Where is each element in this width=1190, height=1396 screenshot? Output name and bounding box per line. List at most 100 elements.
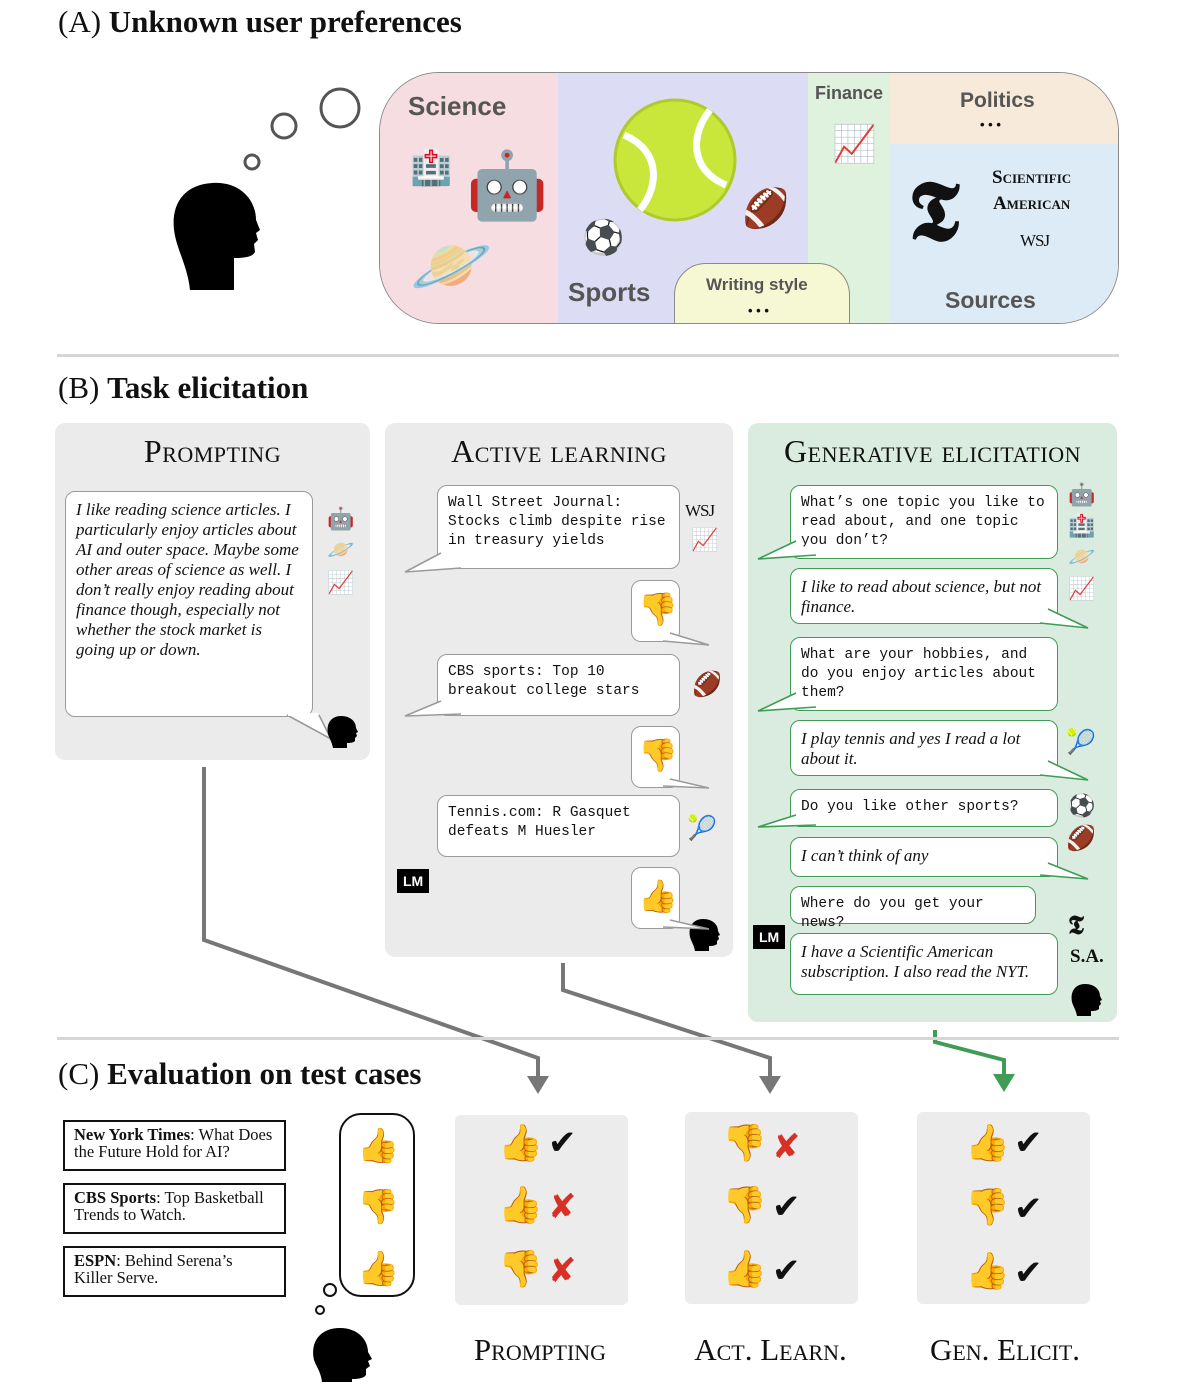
thinking-user-illustration [173,87,361,290]
football-icon: 🏈 [742,186,790,230]
politics-label: Politics [960,89,1035,112]
user-answer-1: I like to read about science, but not fi… [790,568,1058,624]
response-box-2 [631,726,680,788]
thumbs-up-icon: 👍 [722,1249,767,1290]
test-article-1: New York Times: What Does the Future Hol… [63,1120,286,1171]
ground-truth-thought-bubble [339,1113,415,1297]
football-icon: 🏈 [692,670,722,698]
head-silhouette-icon [173,182,260,290]
user-head-icon [1071,984,1102,1016]
user-answer-3: I can’t think of any [790,837,1058,877]
writing-style-label: Writing style [706,275,808,294]
chart-icon: 📈 [691,528,719,553]
politics-region [890,73,1118,145]
lm-question-4: Where do you get your news? [790,886,1036,931]
query-bubble-1: Wall Street Journal: Stocks climb despit… [437,485,680,569]
user-answer-2: I play tennis and yes I read a lot about… [790,720,1058,776]
prompting-method-label: Prompting [473,1332,607,1367]
politics-more-dots: • • • [980,117,1001,132]
response-box-3 [631,867,680,929]
generative-arrow [933,1030,1006,1080]
sources-label: Sources [945,287,1036,313]
test-article-2: CBS Sports: Top Basketball Trends to Wat… [63,1183,286,1234]
planet-icon: 🪐 [1068,545,1096,570]
thumbs-down-icon: 👎 [722,1185,767,1226]
lm-label: LM [397,869,430,893]
wsj-logo: WSJ [685,501,715,520]
thumbs-down-icon: 👎 [498,1249,543,1290]
query-bubble-2: CBS sports: Top 10 breakout college star… [437,654,680,716]
sports-label: Sports [568,277,651,307]
thumbs-up-icon: 👍 [498,1185,543,1226]
active-learning-title: Active learning [451,433,667,469]
thought-circle-small [243,153,261,171]
test-article-3: ESPN: Behind Serena’s Killer Serve. [63,1246,286,1297]
writing-style-more-dots: • • • [748,303,769,318]
prompting-user-message: I like reading science articles. I parti… [65,491,313,717]
science-label: Science [408,91,507,121]
thumbs-down-icon: 👎 [638,590,678,628]
prompting-panel: Prompting I like reading science article… [55,423,370,760]
wrong-cross-icon: ✘ [772,1127,801,1167]
user-head-icon [313,1283,372,1382]
wsj-logo: WSJ [1020,231,1050,250]
finance-label: Finance [815,83,884,103]
correct-check-icon: ✔ [772,1251,801,1291]
correct-check-icon: ✔ [1014,1189,1043,1229]
response-box-1 [631,580,680,642]
generative-elicitation-method-label: Gen. Elicit. [929,1332,1081,1367]
thumbs-up-icon: 👍 [357,1249,400,1289]
hospital-icon: 🏥 [410,148,453,188]
writing-style-region [674,263,850,323]
thought-circle-medium [270,112,298,140]
tennis-ball-icon: 🎾 [687,814,717,842]
soccer-ball-icon: ⚽ [1068,794,1096,819]
active-learning-arrow [561,963,772,1082]
section-c-title: (C) Evaluation on test cases [58,1056,422,1091]
prompting-arrow [202,767,540,1082]
user-head-icon [327,716,358,748]
green-bubble-tails [757,540,1089,880]
tennis-ball-icon [613,98,737,222]
thumbs-down-icon: 👎 [965,1187,1010,1228]
thumbs-down-icon: 👎 [638,736,678,774]
chart-icon: 📈 [832,124,877,165]
user-answer-4: I have a Scientific American subscriptio… [790,933,1058,995]
active-learning-panel: Active learning Wall Street Journal: Sto… [385,423,733,957]
wrong-cross-icon: ✘ [548,1251,577,1291]
prompting-results-box [455,1115,628,1305]
thumbs-up-icon: 👍 [498,1123,543,1164]
divider-b-c [57,1037,1119,1040]
thumbs-up-icon: 👍 [965,1251,1010,1292]
robot-icon: 🤖 [1068,483,1096,508]
generative-elicitation-panel: Generative elicitation What’s one topic … [748,423,1117,1022]
preference-space-panel: Science Sports Finance Politics • • • Wr… [379,72,1119,324]
lm-question-3: Do you like other sports? [790,789,1058,827]
science-region [380,73,559,323]
hospital-icon: 🏥 [1068,514,1096,539]
nyt-logo: 𝕿 [908,161,960,260]
thumbs-down-icon: 👎 [357,1187,400,1227]
correct-check-icon: ✔ [548,1123,577,1163]
query-bubble-3: Tennis.com: R Gasquet defeats M Huesler [437,795,680,857]
lm-label: LM [753,925,786,949]
sources-region [890,144,1118,323]
wrong-cross-icon: ✘ [548,1187,577,1227]
generative-elicitation-title: Generative elicitation [784,433,1081,469]
active-learning-results-box [685,1112,858,1304]
thumbs-up-icon: 👍 [965,1123,1010,1164]
lm-question-1: What’s one topic you like to read about,… [790,485,1058,559]
planet-icon: 🪐 [327,538,355,563]
generative-elicitation-results-box [917,1112,1090,1304]
section-b-title: (B) Task elicitation [58,370,309,405]
correct-check-icon: ✔ [1014,1253,1043,1293]
planet-icon: 🪐 [410,227,493,304]
prompting-title: Prompting [143,433,282,469]
scientific-american-short-label: S.A. [1070,946,1104,967]
scientific-american-logo: Scientific American [992,167,1072,214]
correct-check-icon: ✔ [772,1187,801,1227]
bubble-tails [404,552,710,930]
thumbs-up-icon: 👍 [638,877,678,915]
robot-icon: 🤖 [466,147,549,224]
